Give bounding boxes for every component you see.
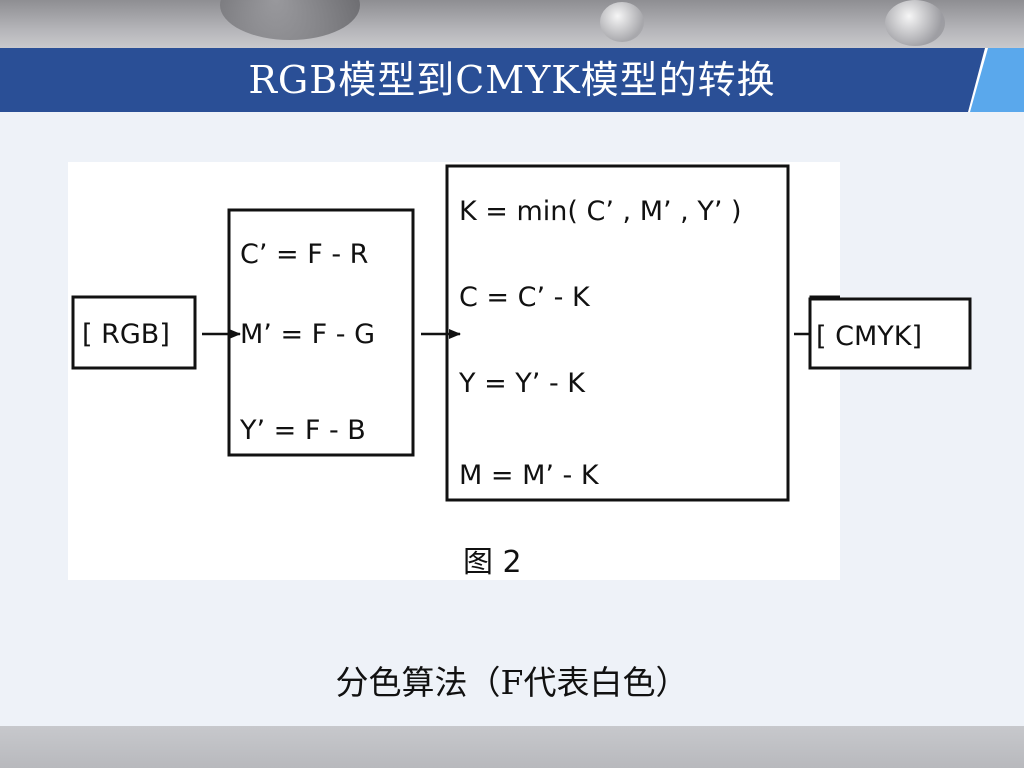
step2-formula-y: Y = Y’ - K xyxy=(458,368,586,399)
title-bar-accent xyxy=(970,48,1024,112)
water-drop-decoration xyxy=(600,2,644,42)
top-decoration xyxy=(0,0,1024,48)
title-bar-fill xyxy=(0,48,985,112)
step1-box xyxy=(227,208,415,457)
figure-panel: [ RGB] C’ = F - R M’ = F - G Y’ = F - B … xyxy=(68,162,840,580)
water-drop-decoration xyxy=(885,0,945,46)
slide-subtitle: 分色算法（F代表白色） xyxy=(335,663,689,702)
step1-formula-m: M’ = F - G xyxy=(240,319,375,350)
step1-formula-c: C’ = F - R xyxy=(240,239,368,270)
step2-formula-k: K = min( C’ , M’ , Y’ ) xyxy=(459,196,742,227)
title-bar xyxy=(0,48,1024,112)
step2-formula-c: C = C’ - K xyxy=(459,282,591,313)
rgb-input-box xyxy=(71,295,197,370)
bottom-decoration xyxy=(0,726,1024,768)
conversion-diagram: [ RGB] C’ = F - R M’ = F - G Y’ = F - B … xyxy=(71,164,840,580)
cmyk-output-label: [ CMYK] xyxy=(816,321,922,352)
step2-formula-m: M = M’ - K xyxy=(459,460,600,491)
step2-box xyxy=(445,164,790,502)
cmyk-output-box-frame xyxy=(808,297,972,370)
figure-caption: 图 2 xyxy=(463,545,522,580)
rgb-input-label: [ RGB] xyxy=(82,319,170,350)
cmyk-output-box-overlay: [ CMYK] xyxy=(808,297,972,370)
step1-formula-y: Y’ = F - B xyxy=(239,415,366,446)
slide-title: RGB模型到CMYK模型的转换 xyxy=(248,58,776,102)
